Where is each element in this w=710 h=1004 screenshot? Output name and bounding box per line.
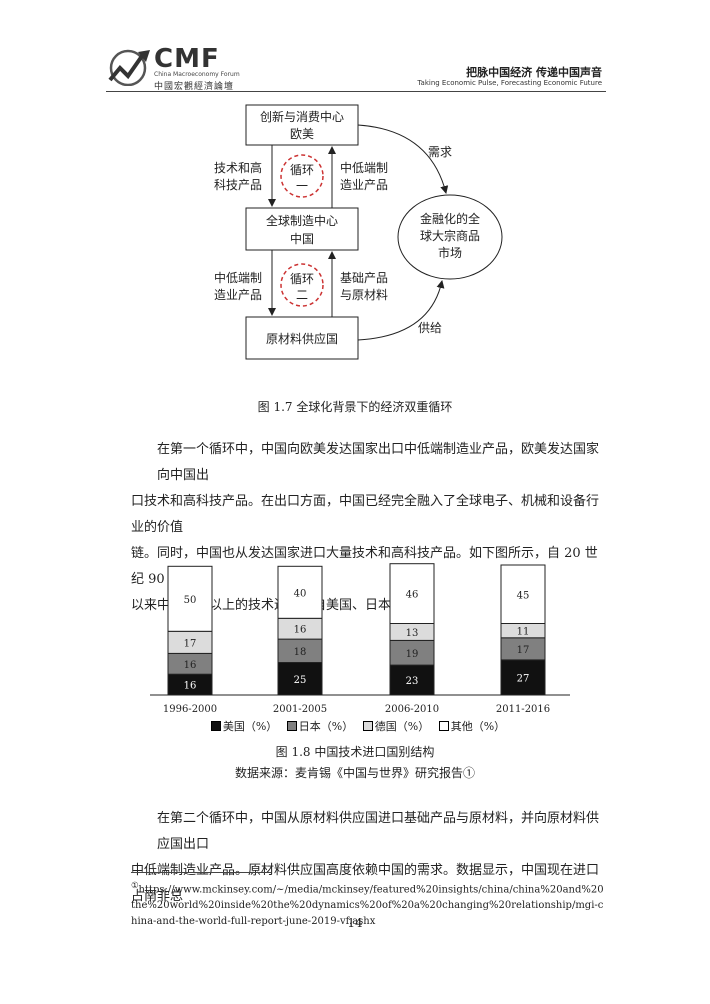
bar-segment-us xyxy=(389,664,435,696)
bar-segment-other xyxy=(277,565,323,619)
data-label-us: 27 xyxy=(517,673,530,684)
bar-segment-other xyxy=(167,565,213,632)
footnote-url[interactable]: https://www.mckinsey.com/~/media/mckinse… xyxy=(131,884,604,928)
data-label-japan: 17 xyxy=(517,645,530,656)
data-label-us: 16 xyxy=(184,681,197,692)
page-number: 14 xyxy=(347,916,363,930)
data-label-other: 50 xyxy=(184,595,197,606)
label-tech-products-1: 技术和高 xyxy=(214,160,262,175)
bar-segment-other xyxy=(500,564,546,624)
label-demand: 需求 xyxy=(428,145,452,159)
header-divider xyxy=(106,91,606,92)
box-top-label-2: 欧美 xyxy=(290,127,314,141)
paragraph-second-cycle: 在第二个循环中，中国从原材料供应国进口基础产品与原材料，并向原材料供应国出口 中… xyxy=(131,806,605,910)
footnote-divider xyxy=(131,872,271,873)
paragraph-line: 中低端制造业产品。原材料供应国高度依赖中国的需求。数据显示，中国现在进口占南非总 xyxy=(131,863,600,904)
figure-1-7-caption: 图 1.7 全球化背景下的经济双重循环 xyxy=(257,400,453,414)
x-tick-label: 2001-2005 xyxy=(273,704,327,715)
header-slogan-cn: 把脉中国经济 传递中国声音 xyxy=(466,66,602,79)
label-raw-materials-2: 与原材料 xyxy=(340,288,388,302)
box-mid-label-1: 全球制造中心 xyxy=(266,213,338,228)
circle-label-1: 金融化的全 xyxy=(420,211,480,226)
logo-subtitle: China Macroeconomy Forum xyxy=(154,71,240,78)
footnote: ①https://www.mckinsey.com/~/media/mckins… xyxy=(131,877,605,930)
bar-segment-japan xyxy=(389,639,435,666)
arrow-demand xyxy=(357,124,449,194)
data-label-us: 25 xyxy=(294,675,307,686)
legend-swatch-us xyxy=(210,721,221,731)
box-mid-label-2: 中国 xyxy=(290,231,314,246)
logo-chinese: 中國宏觀經濟論壇 xyxy=(154,82,235,92)
logo-title: CMF xyxy=(154,44,220,74)
loop-one-label-2: 一 xyxy=(296,179,308,193)
bar-segment-other xyxy=(389,563,435,624)
box-bottom-label: 原材料供应国 xyxy=(266,331,338,346)
x-tick-label: 1996-2000 xyxy=(163,704,217,715)
header-slogan-en: Taking Economic Pulse, Forecasting Econo… xyxy=(417,79,602,87)
dual-cycle-diagram: 创新与消费中心 欧美 全球制造中心 中国 原材料供应国 金融化的全 球大宗商品 … xyxy=(214,104,503,360)
box-global-manufacturing xyxy=(245,207,359,251)
label-supply: 供给 xyxy=(418,321,442,335)
label-low-end-mfg-2: 造业产品 xyxy=(340,178,388,192)
figure-1-8-caption: 图 1.8 中国技术进口国别结构 xyxy=(275,745,435,759)
data-label-us: 23 xyxy=(406,676,419,687)
legend-swatch-other xyxy=(438,721,449,731)
legend-swatch-germany xyxy=(362,721,373,731)
loop-two-label-1: 循环 xyxy=(290,272,314,286)
circle-commodity-market xyxy=(397,194,503,280)
paragraph-line: 在第一个循环中，中国向欧美发达国家出口中低端制造业产品，欧美发达国家向中国出 xyxy=(157,442,600,483)
loop-two-circle xyxy=(280,263,324,307)
circle-label-3: 市场 xyxy=(438,245,462,260)
circle-label-2: 球大宗商品 xyxy=(420,228,480,243)
x-tick-label: 2006-2010 xyxy=(385,704,439,715)
arrow-supply xyxy=(357,280,445,341)
figure-1-8-source: 数据来源：麦肯锡《中国与世界》研究报告① xyxy=(234,766,475,780)
legend-swatch-japan xyxy=(286,721,297,731)
data-label-germany: 13 xyxy=(406,628,419,639)
legend-label-us: 美国（%） xyxy=(222,720,278,733)
legend-label-other: 其他（%） xyxy=(450,720,506,733)
x-tick-label: 2011-2016 xyxy=(496,704,550,715)
chart-legend: 美国（%） 日本（%） 德国（%） 其他（%） xyxy=(0,718,710,734)
data-label-japan: 18 xyxy=(294,647,307,658)
cmf-logo-icon xyxy=(108,49,150,86)
box-raw-material-suppliers xyxy=(245,316,359,360)
loop-two-label-2: 二 xyxy=(296,288,308,302)
legend-label-japan: 日本（%） xyxy=(298,720,354,733)
data-label-germany: 16 xyxy=(294,625,307,636)
label-low-end-mfg-1: 中低端制 xyxy=(340,160,388,175)
data-label-germany: 17 xyxy=(184,638,197,649)
tech-import-stacked-bar-chart: 16 16 17 50 1996-2000 25 18 16 40 2001-2005 23 19 13… xyxy=(150,563,570,715)
box-innovation-consumption xyxy=(245,104,359,146)
paragraph-line: 在第二个循环中，中国从原材料供应国进口基础产品与原材料，并向原材料供应国出口 xyxy=(157,811,600,852)
box-top-label-1: 创新与消费中心 xyxy=(260,109,344,124)
data-label-other: 46 xyxy=(406,590,419,601)
data-label-other: 40 xyxy=(294,588,307,599)
paragraph-line: 口技术和高科技产品。在出口方面，中国已经完全融入了全球电子、机械和设备行业的价值 xyxy=(131,494,600,535)
loop-one-circle xyxy=(280,154,324,198)
footnote-marker: ① xyxy=(131,880,139,890)
label-low-end-mfg-down-1: 中低端制 xyxy=(214,270,262,285)
data-label-japan: 19 xyxy=(406,649,419,660)
label-low-end-mfg-down-2: 造业产品 xyxy=(214,288,262,302)
bar-segment-us xyxy=(500,659,546,696)
data-label-other: 45 xyxy=(517,590,530,601)
loop-one-label-1: 循环 xyxy=(290,163,314,177)
legend-label-germany: 德国（%） xyxy=(374,720,430,733)
data-label-germany: 11 xyxy=(517,627,530,638)
label-raw-materials-1: 基础产品 xyxy=(340,271,388,285)
label-tech-products-2: 科技产品 xyxy=(214,178,262,192)
data-label-japan: 16 xyxy=(184,660,197,671)
